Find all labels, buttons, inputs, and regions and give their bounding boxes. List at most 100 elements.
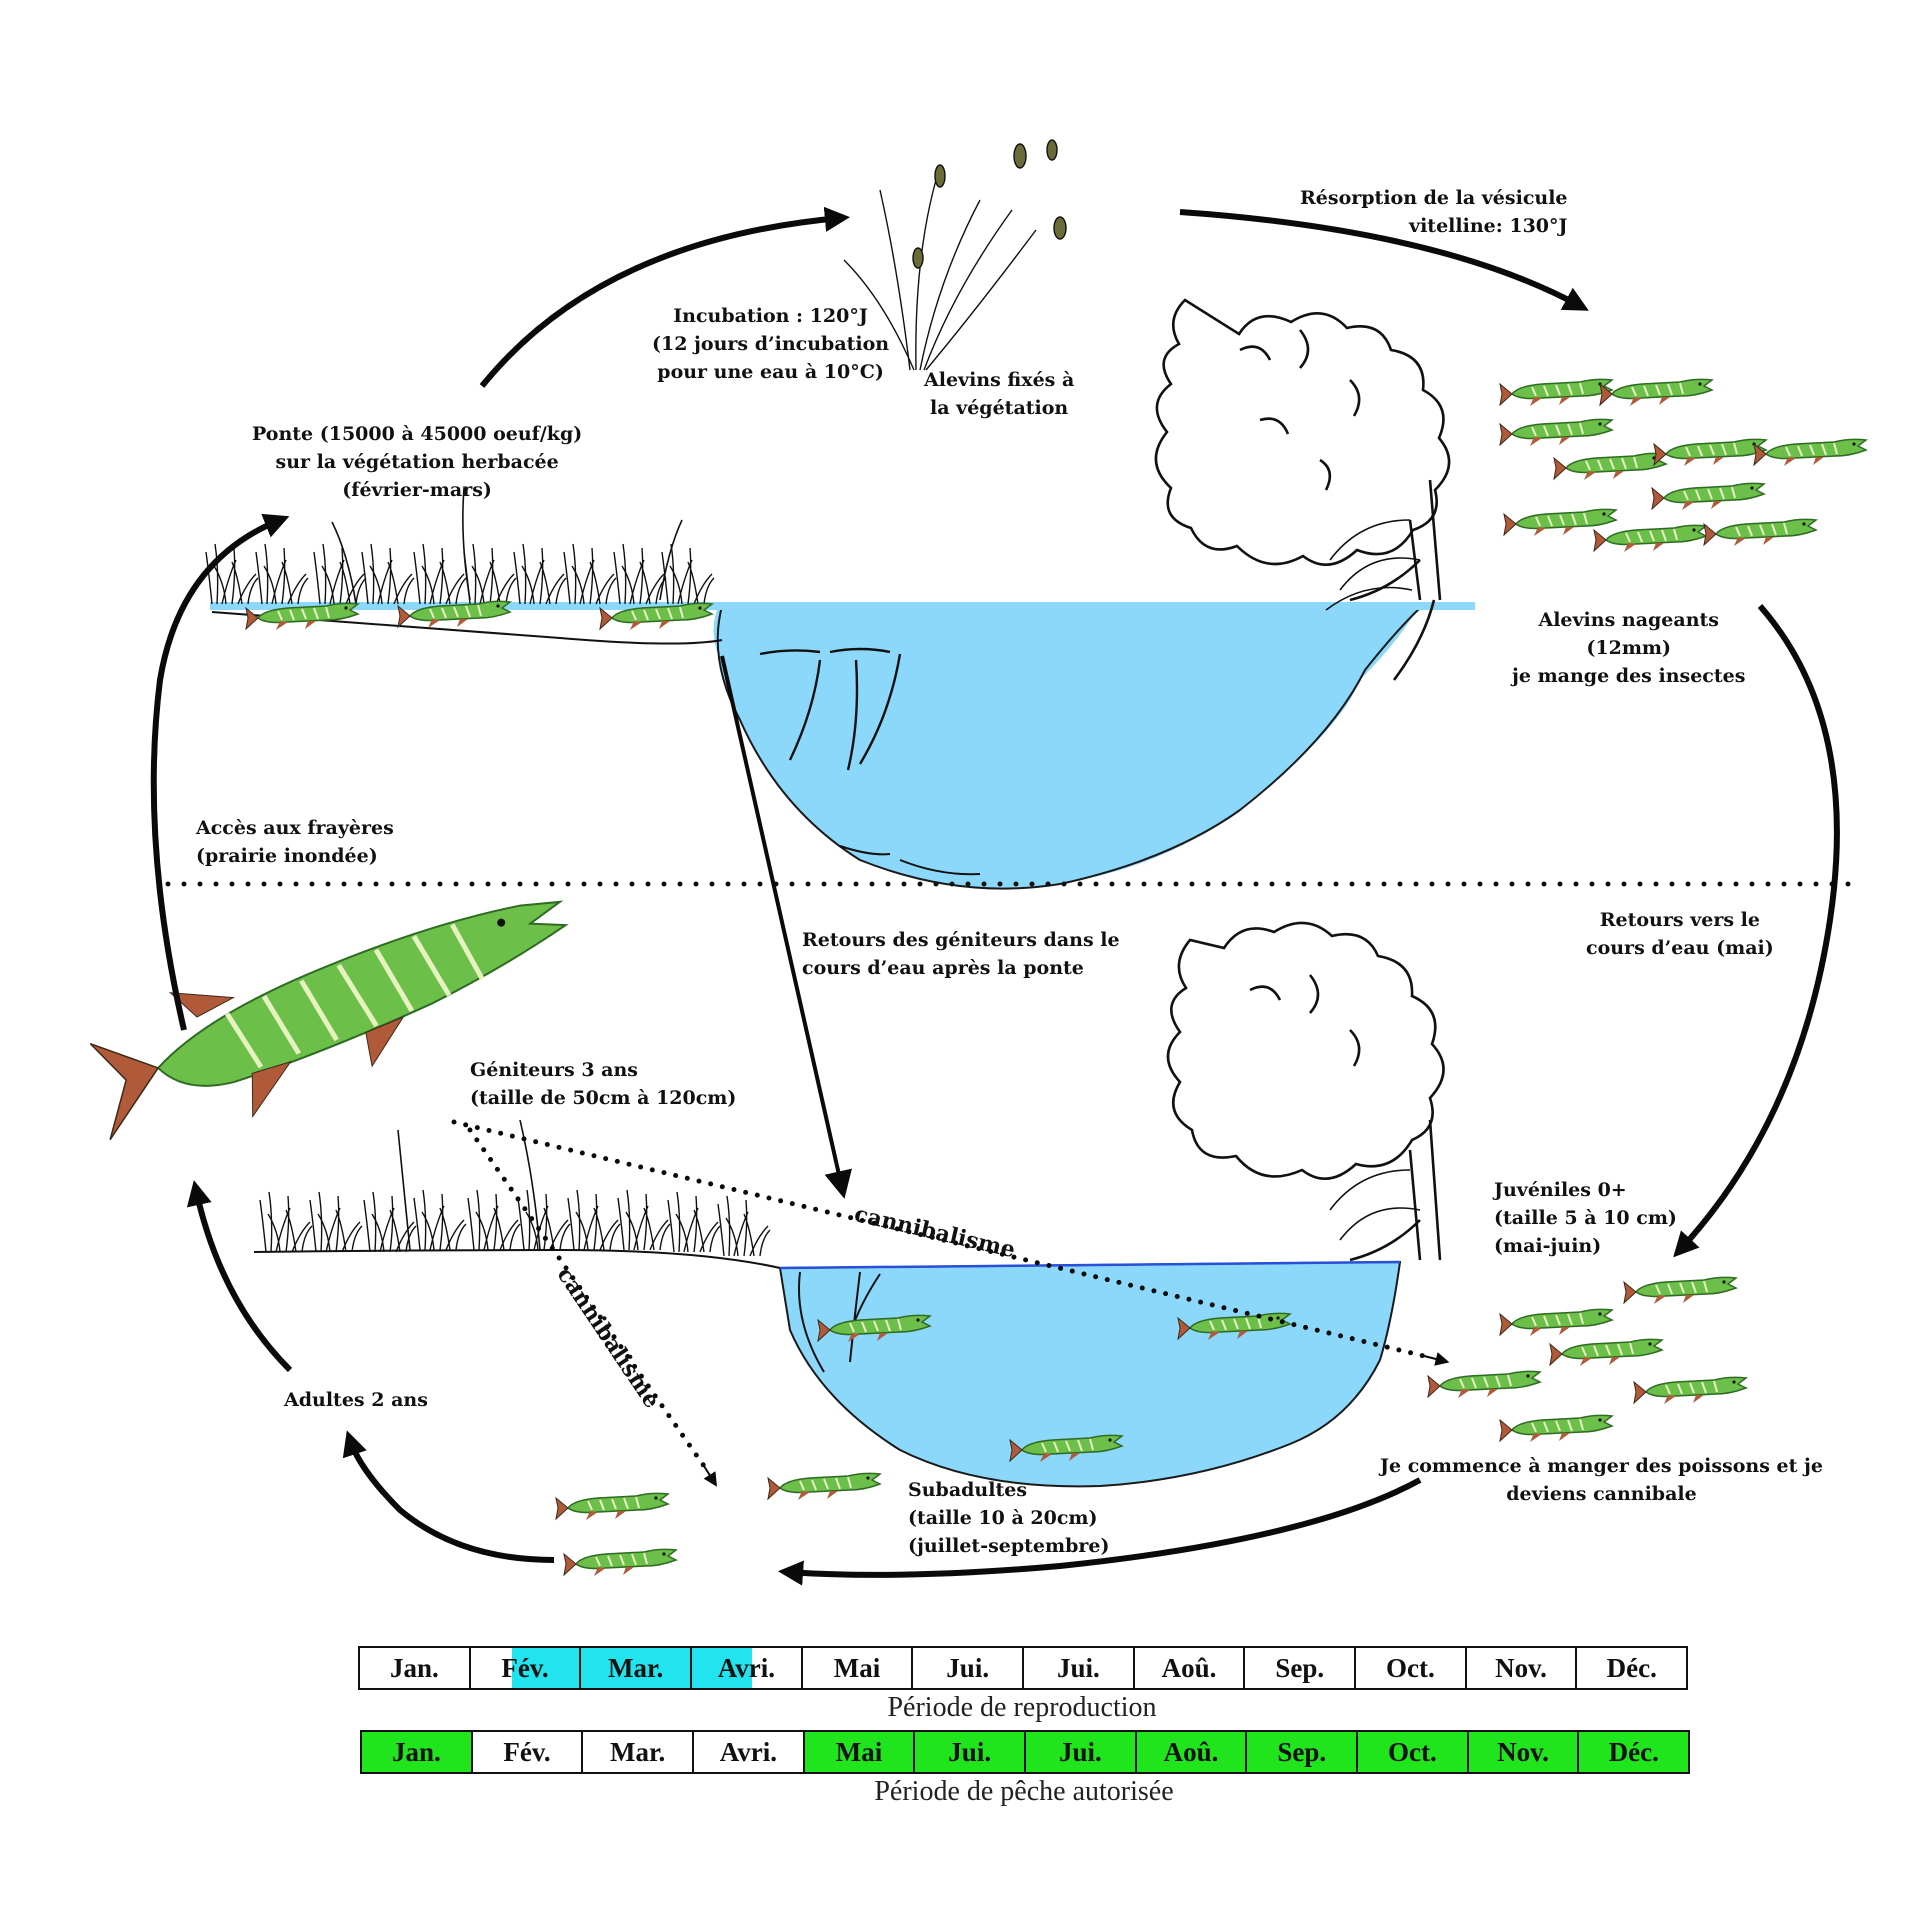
fishing-month-label: Jui.: [948, 1737, 992, 1767]
label-retours-geniteurs-line-1: Retours des géniteurs dans le: [802, 929, 1120, 951]
fishing-month-cell: Jui.: [1026, 1732, 1137, 1772]
arrow-to-geniteurs: [186, 1180, 293, 1373]
fishing-month-cell: Sep.: [1247, 1732, 1359, 1772]
lower-tree: [1166, 921, 1445, 1262]
reproduction-month-label: Aoû.: [1161, 1653, 1217, 1683]
fishing-month-label: Nov.: [1497, 1737, 1549, 1767]
fishing-month-label: Avri.: [719, 1737, 777, 1767]
reproduction-month-cell: Jan.: [360, 1648, 471, 1688]
label-incubation-line-1: Incubation : 120°J: [673, 305, 868, 327]
alevins-school: [1499, 378, 1867, 553]
label-incubation-line-2: (12 jours d’incubation: [652, 333, 890, 355]
label-ponte-line-1: Ponte (15000 à 45000 oeuf/kg): [252, 423, 583, 445]
alevins-on-plant: [843, 139, 1067, 371]
reproduction-month-cell: Jui.: [913, 1648, 1025, 1688]
reproduction-caption: Période de reproduction: [887, 1692, 1157, 1723]
label-alevins-nageants-line-1: Alevins nageants: [1538, 609, 1719, 631]
cycle-arrows: [150, 206, 1840, 1586]
label-alevins-fixes-line-1: Alevins fixés à: [924, 369, 1075, 391]
reproduction-month-cell: Sep.: [1245, 1648, 1357, 1688]
label-ponte: Ponte (15000 à 45000 oeuf/kg) sur la vég…: [252, 420, 582, 504]
label-subadultes: Subadultes (taille 10 à 20cm) (juillet-s…: [908, 1476, 1110, 1560]
label-retours-cours-eau: Retours vers le cours d’eau (mai): [1586, 906, 1774, 962]
adult-pike: [89, 900, 569, 1141]
fishing-month-label: Aoû.: [1163, 1737, 1219, 1767]
fishing-month-label: Mar.: [610, 1737, 666, 1767]
label-geniteurs: Géniteurs 3 ans (taille de 50cm à 120cm): [470, 1056, 736, 1112]
reproduction-month-label: Déc.: [1606, 1653, 1657, 1683]
label-acces-line-2: (prairie inondée): [196, 845, 378, 867]
label-geniteurs-line-2: (taille de 50cm à 120cm): [470, 1087, 737, 1109]
label-alevins-fixes-line-2: la végétation: [930, 397, 1069, 419]
label-acces-frayeres: Accès aux frayères (prairie inondée): [196, 814, 394, 870]
upper-grass: [205, 487, 715, 605]
arrow-to-juveniles: [1673, 604, 1840, 1258]
fishing-month-cell: Aoû.: [1136, 1732, 1248, 1772]
reproduction-month-cell: Fév.: [470, 1648, 582, 1688]
reproduction-month-cell: Jui.: [1024, 1648, 1135, 1688]
fishing-month-label: Déc.: [1608, 1737, 1659, 1767]
reproduction-month-cell: Nov.: [1466, 1648, 1578, 1688]
fishing-month-cell: Jan.: [362, 1732, 473, 1772]
reproduction-month-label: Jui.: [946, 1653, 990, 1683]
label-retours-geniteurs: Retours des géniteurs dans le cours d’ea…: [802, 926, 1120, 982]
reproduction-month-label: Fév.: [501, 1653, 549, 1683]
fishing-month-label: Oct.: [1388, 1737, 1437, 1767]
reproduction-month-label: Mar.: [608, 1653, 664, 1683]
label-ponte-line-2: sur la végétation herbacée: [275, 451, 559, 473]
reproduction-month-label: Nov.: [1495, 1653, 1547, 1683]
reproduction-highlight: [581, 1648, 691, 1688]
fishing-month-cell: Mar.: [583, 1732, 695, 1772]
arrow-to-ponte: [150, 513, 290, 1031]
label-juveniles-line-2: (taille 5 à 10 cm): [1494, 1207, 1677, 1229]
reproduction-month-label: Avri.: [717, 1653, 775, 1683]
fishing-calendar: Jan. Fév. Mar. Avri. Mai Jui. Jui. Aoû. Sep. Oct.…: [360, 1730, 1690, 1774]
arrow-to-adults: [342, 1430, 555, 1563]
fishing-caption: Période de pêche autorisée: [874, 1776, 1174, 1807]
fishing-month-label: Sep.: [1277, 1737, 1327, 1767]
label-resorption: Résorption de la vésicule vitelline: 130…: [1300, 184, 1568, 240]
label-juveniles-line-3: (mai-juin): [1494, 1235, 1602, 1257]
upper-tree: [1154, 298, 1451, 681]
label-retours-cours-line-1: Retours vers le: [1599, 909, 1760, 931]
reproduction-month-label: Jan.: [389, 1653, 439, 1683]
label-juveniles: Juvéniles 0+ (taille 5 à 10 cm) (mai-jui…: [1494, 1176, 1677, 1260]
fishing-month-label: Mai: [835, 1737, 883, 1767]
label-poissons-line-1: Je commence à manger des poissons et je: [1380, 1455, 1823, 1477]
reproduction-month-label: Oct.: [1386, 1653, 1435, 1683]
arrow-to-incubation: [479, 206, 851, 388]
reproduction-month-label: Sep.: [1275, 1653, 1325, 1683]
label-alevins-nageants-line-3: je mange des insectes: [1512, 665, 1746, 687]
label-acces-line-1: Accès aux frayères: [196, 817, 394, 839]
label-alevins-nageants: Alevins nageants (12mm) je mange des ins…: [1512, 606, 1745, 690]
lower-pond: [253, 1248, 1402, 1488]
fishing-month-cell: Jui.: [915, 1732, 1027, 1772]
fishing-month-label: Jui.: [1058, 1737, 1102, 1767]
label-resorption-line-1: Résorption de la vésicule: [1300, 187, 1568, 209]
fishing-month-cell: Déc.: [1579, 1732, 1689, 1772]
arrow-to-alevins-nageants: [1179, 209, 1589, 311]
reproduction-month-cell: Mar.: [581, 1648, 693, 1688]
arrow-to-subadults: [777, 1477, 1422, 1586]
label-adultes: Adultes 2 ans: [284, 1389, 428, 1411]
reproduction-month-label: Jui.: [1056, 1653, 1100, 1683]
reproduction-highlight: [692, 1648, 752, 1688]
label-incubation: Incubation : 120°J (12 jours d’incubatio…: [652, 302, 889, 386]
reproduction-month-cell: Avri.: [692, 1648, 803, 1688]
label-subadultes-line-3: (juillet-septembre): [908, 1535, 1110, 1557]
fishing-month-cell: Nov.: [1468, 1732, 1580, 1772]
fishing-month-cell: Avri.: [694, 1732, 805, 1772]
cannibalism-arrow-head-1: [1423, 1352, 1450, 1366]
reproduction-month-label: Mai: [833, 1653, 881, 1683]
upper-pond: [209, 602, 1475, 890]
label-poissons-cannibale: Je commence à manger des poissons et je …: [1380, 1452, 1823, 1508]
label-ponte-line-3: (février-mars): [342, 479, 492, 501]
label-poissons-line-2: deviens cannibale: [1506, 1483, 1697, 1505]
reproduction-month-cell: Mai: [802, 1648, 914, 1688]
fishing-month-label: Fév.: [503, 1737, 551, 1767]
label-retours-geniteurs-line-2: cours d’eau après la ponte: [802, 957, 1084, 979]
reproduction-month-cell: Aoû.: [1134, 1648, 1246, 1688]
reproduction-month-cell: Déc.: [1577, 1648, 1687, 1688]
